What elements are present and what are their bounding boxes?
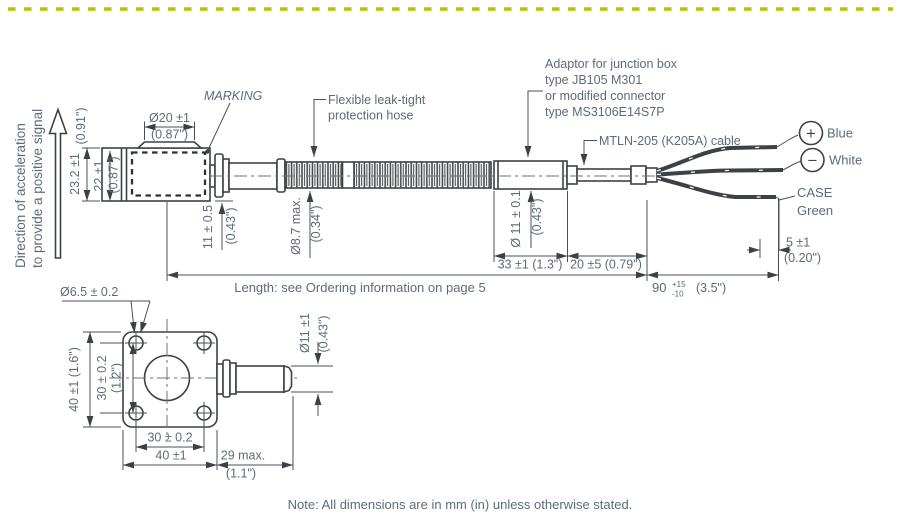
direction-label-line1: Direction of acceleration <box>13 123 28 268</box>
dim-hose-diameter-in: (0.34") <box>309 205 323 242</box>
dim-height-outer: 23.2 ±1 <box>68 153 82 195</box>
minus-terminal-icon <box>800 147 825 173</box>
plus-sign: + <box>806 127 817 142</box>
callout-labels: MARKING Flexible leak-tight protection h… <box>204 57 741 165</box>
sensor-body <box>101 141 286 202</box>
side-view: Direction of acceleration to provide a p… <box>13 57 862 299</box>
front-stem <box>235 365 285 393</box>
dim-stem-offset: 11 ± 0.5 <box>201 205 215 249</box>
dim-flange-height: 40 ±1 (1.6") <box>67 347 81 412</box>
adaptor-label-line1: Adaptor for junction box <box>545 57 678 71</box>
protection-hose <box>284 161 492 189</box>
dim-cable-length-in: (3.5") <box>696 281 726 295</box>
dimensions-note: Note: All dimensions are in mm (in) unle… <box>288 497 633 512</box>
flange <box>109 319 301 441</box>
dim-stem-length: 29 max. <box>221 449 265 463</box>
dim-boss-diameter-in: (0.87") <box>151 128 188 142</box>
dim-height-outer-in: (0.91") <box>74 107 88 144</box>
up-arrow-icon <box>48 107 68 259</box>
dim-cable-length-plus: +15 <box>672 280 686 289</box>
bolt-hole-crosshairs <box>125 332 215 424</box>
dim-flange-width: 40 ±1 <box>155 449 186 463</box>
wire-white-label: White <box>829 153 862 168</box>
hose-label-line1: Flexible leak-tight <box>328 93 426 107</box>
hose-label-line2: protection hose <box>328 109 414 123</box>
adaptor-label-line2: type JB105 M301 <box>545 73 642 87</box>
marking-area <box>130 151 207 197</box>
adaptor-label-line4: type MS3106E14S7P <box>545 105 665 119</box>
dim-cable-length-minus: -10 <box>672 290 684 299</box>
dim-front-stem-diameter-in: (0.43") <box>317 315 331 352</box>
wire-blue-label: Blue <box>827 126 853 141</box>
plus-terminal-icon <box>798 120 824 146</box>
dim-stem-offset-in: (0.43") <box>224 207 238 244</box>
hose-joint <box>341 161 355 189</box>
cable-label: MTLN-205 (K205A) cable <box>599 134 741 148</box>
wire-case-label: CASE <box>797 185 833 200</box>
dim-tail-length-in: (0.20") <box>784 251 821 265</box>
dim-boss-diameter: Ø20 ±1 <box>149 111 190 125</box>
wire-terminals: + Blue − White CASE Green <box>797 120 862 218</box>
dim-cable-length: 90 <box>652 280 666 295</box>
dim-front-stem-diameter: Ø11 ±1 <box>298 313 312 353</box>
direction-of-acceleration-label: Direction of acceleration to provide a p… <box>13 107 68 268</box>
front-view-dimensions: Ø6.5 ± 0.2 40 ±1 (1.6") 30 ± 0.2 (1.2") … <box>60 285 333 481</box>
wire-green-label: Green <box>797 203 833 218</box>
adaptor-label-line3: or modified connector <box>545 89 665 103</box>
dim-adaptor-diameter: Ø 11 ± 0.1 <box>509 190 523 247</box>
dim-length-note: Length: see Ordering information on page… <box>234 280 486 295</box>
dim-hole-pitch-v: 30 ± 0.2 <box>95 355 109 400</box>
marking-label: MARKING <box>204 89 263 103</box>
adaptor-body <box>493 160 568 190</box>
dim-gap-length: 20 ±5 (0.79") <box>570 258 642 272</box>
dim-adaptor-diameter-in: (0.43") <box>530 198 544 235</box>
dim-adaptor-length: 33 ±1 (1.3") <box>498 258 563 272</box>
top-boss <box>135 141 204 149</box>
dim-height-inner: 22 ±1 <box>92 160 106 191</box>
dim-bolt-hole-diameter: Ø6.5 ± 0.2 <box>60 285 118 299</box>
dim-hole-pitch-v-in: (1.2") <box>110 363 124 393</box>
side-view-dimensions: 23.2 ±1 (0.91") 22 ±1 (0.87") Ø20 ±1 (0.… <box>68 107 821 298</box>
adaptor-and-cable <box>210 134 802 251</box>
dim-stem-length-in: (1.1") <box>226 467 256 481</box>
dim-height-inner-in: (0.87") <box>107 156 121 193</box>
dim-hole-pitch-h: 30 ± 0.2 <box>147 431 192 445</box>
minus-sign: − <box>807 154 818 169</box>
cable <box>576 168 632 182</box>
dim-hose-diameter: Ø8.7 max. <box>289 197 303 255</box>
dim-tail-length: 5 ±1 <box>786 236 810 250</box>
front-view: Ø6.5 ± 0.2 40 ±1 (1.6") 30 ± 0.2 (1.2") … <box>60 285 333 481</box>
direction-label-line2: to provide a positive signal <box>30 109 45 268</box>
